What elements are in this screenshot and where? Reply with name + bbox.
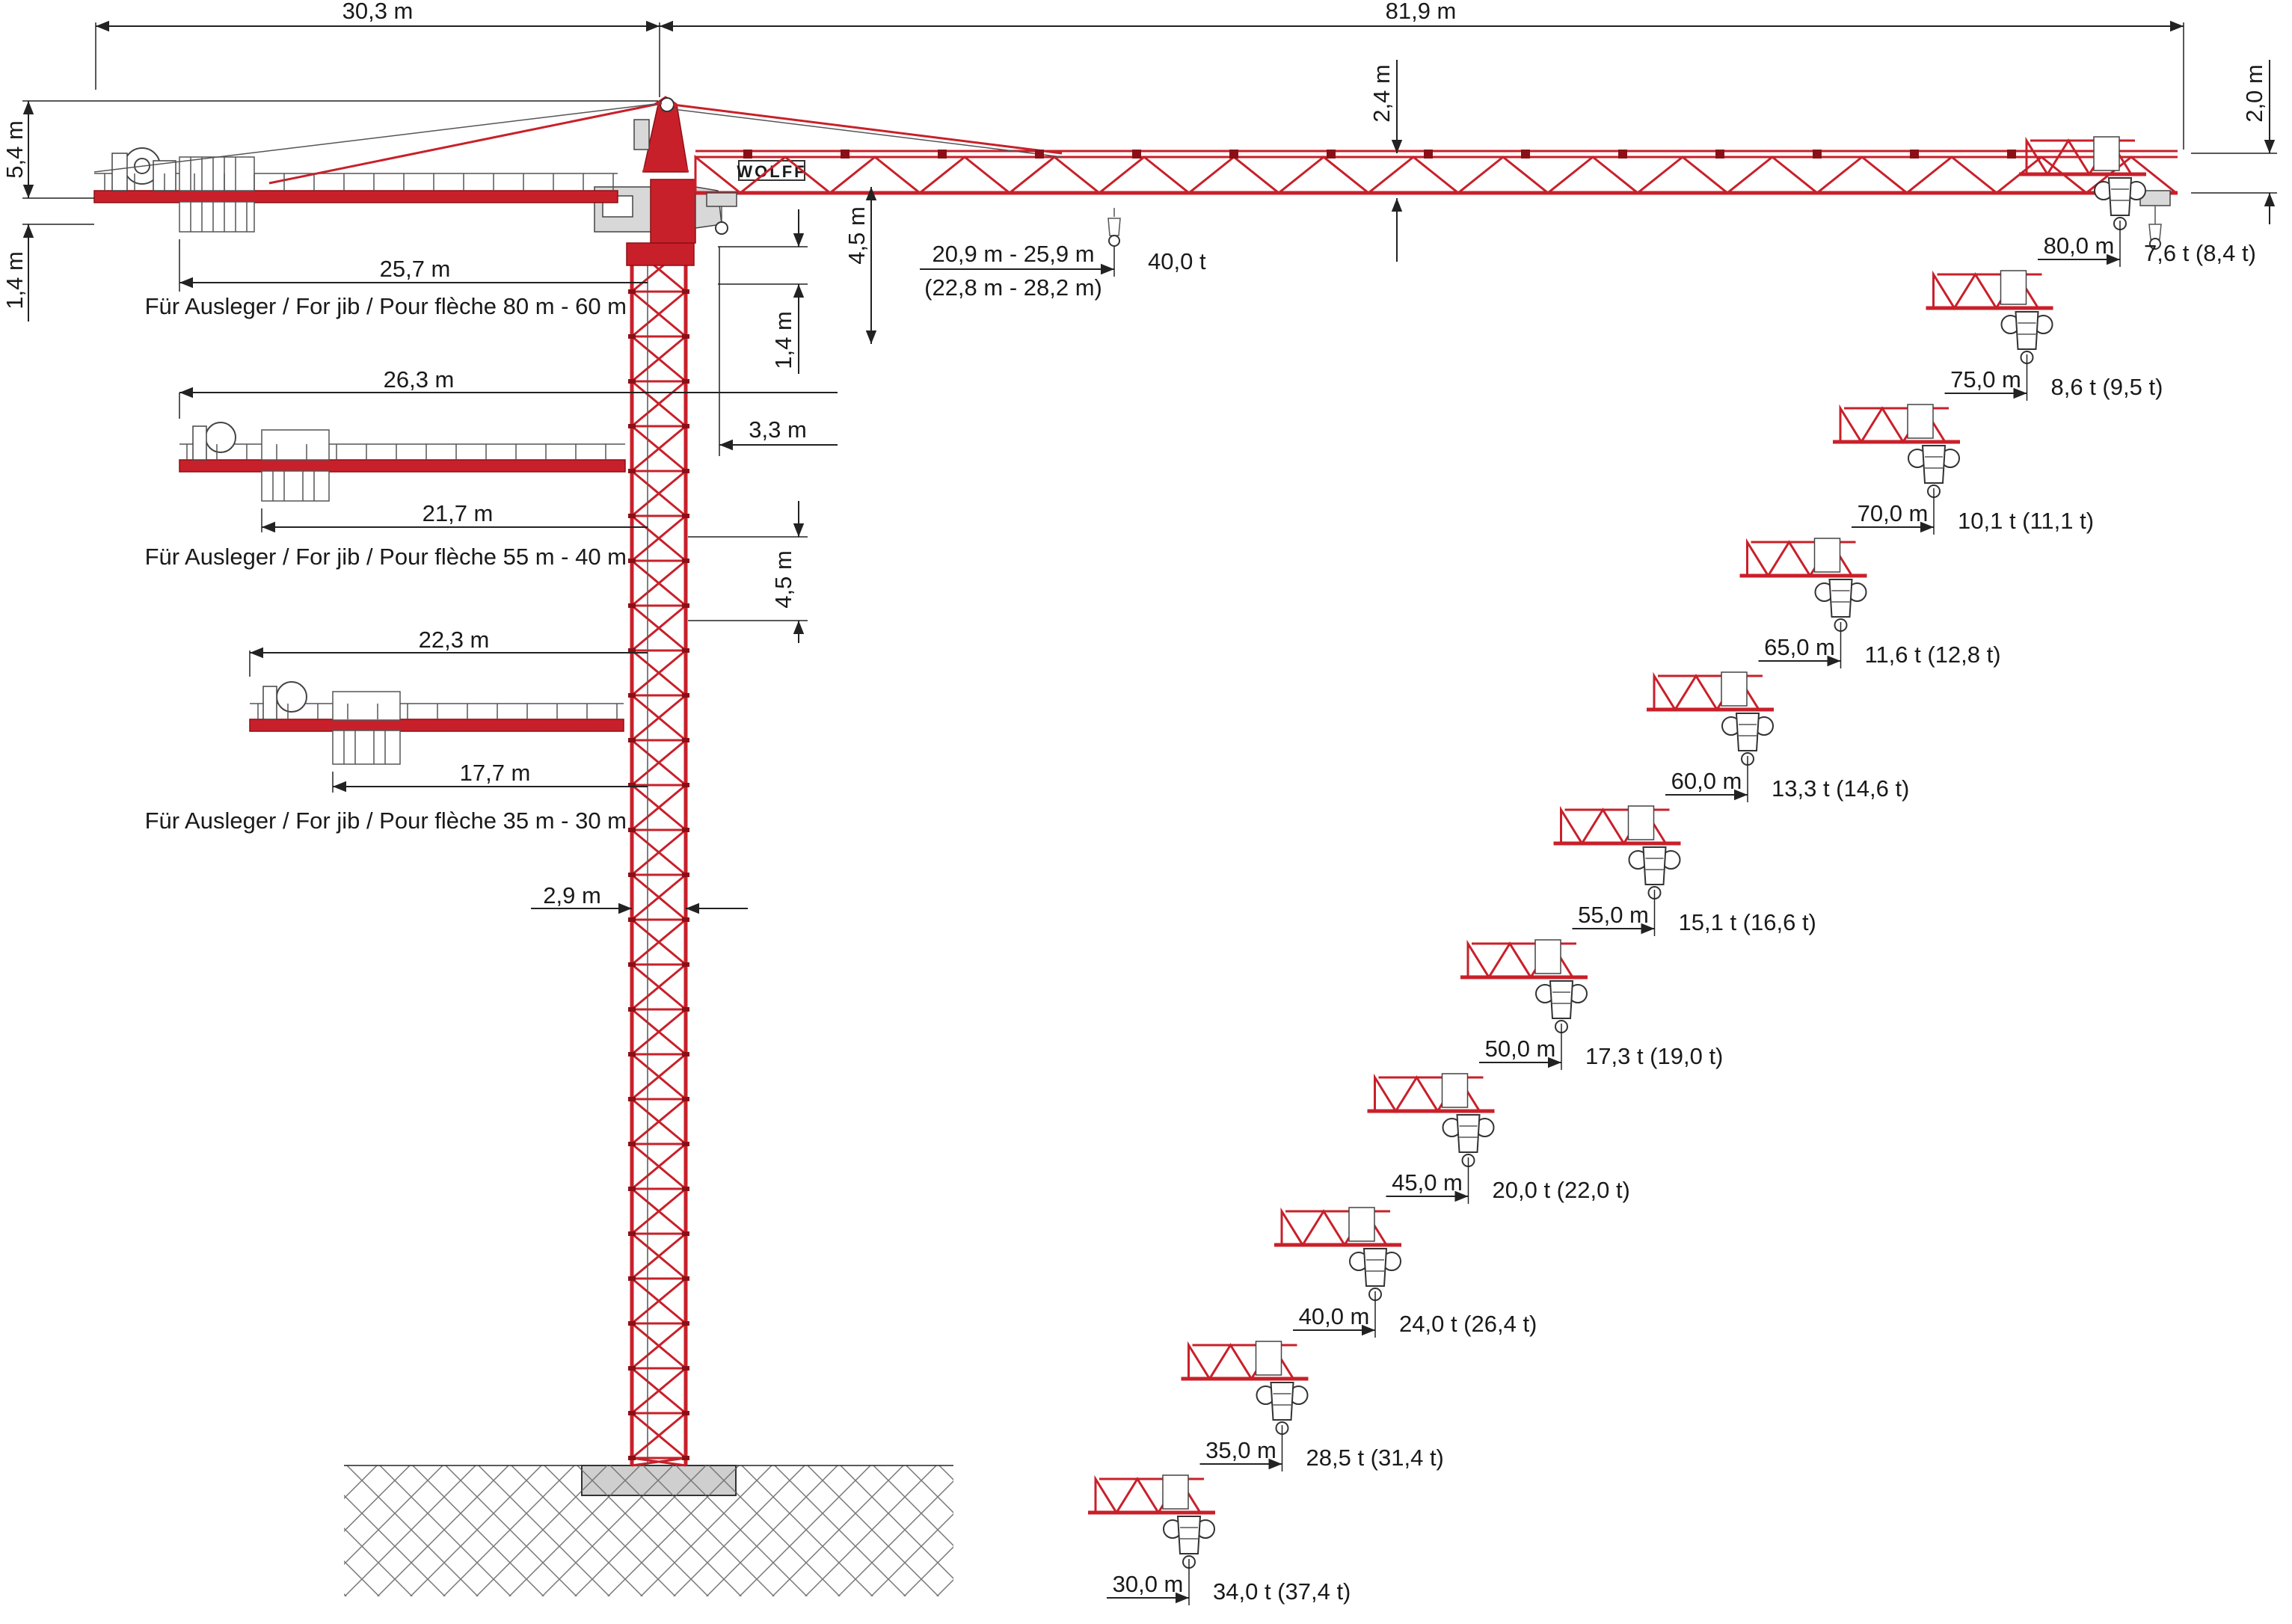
upper-offset-label: 1,4 m	[770, 311, 796, 369]
cab-offset-label: 3,3 m	[749, 416, 807, 443]
mast-section-label: 4,5 m	[770, 550, 796, 609]
outer-radius-label-2: 26,3 m	[384, 366, 455, 393]
load-label: 8,6 t (9,5 t)	[2051, 374, 2163, 400]
load-label: 13,3 t (14,6 t)	[1772, 775, 1909, 802]
radius-label: 50,0 m	[1485, 1036, 1556, 1062]
jib-length-label: 81,9 m	[1386, 0, 1457, 24]
counter-jib-middle	[179, 422, 626, 502]
brand-label: WOLFF	[737, 162, 806, 181]
load-label: 20,0 t (22,0 t)	[1493, 1177, 1630, 1203]
hook-block-icon	[1534, 939, 1588, 1033]
counter-jib-caption-1: Für Ausleger / For jib / Pour flèche 80 …	[145, 293, 627, 319]
jib-load-config: 55,0 m 15,1 t (16,6 t)	[1553, 805, 1816, 936]
counter-jib-length-label: 30,3 m	[342, 0, 414, 24]
max-load-label: 40,0 t	[1148, 248, 1206, 274]
jib-load-config: 65,0 m 11,6 t (12,8 t)	[1739, 538, 2001, 668]
radius-label: 65,0 m	[1764, 634, 1835, 660]
hook-block-icon	[1348, 1207, 1401, 1301]
load-label: 34,0 t (37,4 t)	[1213, 1578, 1351, 1605]
jib-load-config: 60,0 m 13,3 t (14,6 t)	[1647, 671, 1909, 802]
dimension-labels: 30,3 m 81,9 m 5,4 m 1,4 m 2,4 m 2,0 m 4,…	[1, 0, 2267, 908]
jib-load-config: 35,0 m 28,5 t (31,4 t)	[1181, 1341, 1444, 1471]
hook-block-icon	[1627, 805, 1681, 899]
counter-jib-bottom	[249, 681, 624, 765]
mast-width-label: 2,9 m	[543, 882, 601, 908]
jib-load-config: 80,0 m 7,6 t (8,4 t)	[2019, 136, 2256, 267]
radius-label: 40,0 m	[1299, 1303, 1370, 1329]
slewing-unit	[594, 96, 722, 266]
load-label: 17,3 t (19,0 t)	[1585, 1043, 1723, 1069]
trolley-hook-max	[706, 192, 1121, 247]
radius-label: 80,0 m	[2044, 233, 2115, 259]
ballast-radius-label-2: 21,7 m	[423, 500, 494, 526]
winch-icon	[111, 147, 176, 191]
jib-tie-height-label: 2,4 m	[1368, 64, 1395, 123]
jib-load-configurations: 80,0 m 7,6 t (8,4 t) 75,0 m 8,6 t (9,5 t) 70…	[1088, 136, 2256, 1605]
load-label: 7,6 t (8,4 t)	[2144, 240, 2256, 266]
hook-block-icon	[2000, 270, 2053, 364]
jib-load-config: 70,0 m 10,1 t (11,1 t)	[1833, 404, 2094, 535]
load-label: 24,0 t (26,4 t)	[1399, 1311, 1537, 1337]
radius-label: 70,0 m	[1858, 500, 1929, 526]
counter-jib-below-label: 1,4 m	[1, 251, 28, 310]
jib-tip-height-label: 2,0 m	[2241, 64, 2267, 123]
mast-top-section-label: 4,5 m	[844, 206, 870, 265]
counter-jib-height-label: 5,4 m	[1, 120, 28, 179]
jib-load-config: 40,0 m 24,0 t (26,4 t)	[1274, 1207, 1537, 1338]
radius-label: 55,0 m	[1578, 902, 1649, 928]
jib-load-config: 75,0 m 8,6 t (9,5 t)	[1926, 270, 2163, 401]
winch-icon	[205, 422, 236, 453]
load-label: 10,1 t (11,1 t)	[1958, 508, 2094, 534]
radius-label: 60,0 m	[1671, 768, 1742, 794]
main-jib: WOLFF	[672, 103, 2178, 250]
radius-label: 75,0 m	[1950, 366, 2021, 393]
tower-mast	[628, 244, 689, 1467]
jib-load-config: 45,0 m 20,0 t (22,0 t)	[1367, 1073, 1630, 1204]
counter-jib-top	[93, 102, 663, 233]
hook-block-icon	[1721, 671, 1774, 766]
radius-label: 45,0 m	[1392, 1169, 1463, 1196]
load-label: 11,6 t (12,8 t)	[1865, 642, 2001, 668]
load-label: 28,5 t (31,4 t)	[1306, 1445, 1444, 1471]
ballast-radius-label-1: 25,7 m	[380, 256, 451, 282]
load-label: 15,1 t (16,6 t)	[1679, 909, 1816, 935]
dimension-lines	[22, 20, 2277, 914]
counter-jib-caption-2: Für Ausleger / For jib / Pour flèche 55 …	[145, 544, 627, 570]
hook-block-icon	[1255, 1341, 1309, 1435]
max-load-radius-label: 20,9 m - 25,9 m	[932, 241, 1094, 267]
counter-jib-caption-3: Für Ausleger / For jib / Pour flèche 35 …	[145, 808, 627, 834]
ballast-radius-label-3: 17,7 m	[460, 760, 531, 786]
jib-load-config: 30,0 m 34,0 t (37,4 t)	[1088, 1474, 1351, 1605]
jib-load-config: 50,0 m 17,3 t (19,0 t)	[1460, 939, 1723, 1070]
ground	[344, 1465, 953, 1596]
radius-label: 30,0 m	[1113, 1571, 1184, 1597]
max-load-radius-alt-label: (22,8 m - 28,2 m)	[924, 274, 1102, 301]
hook-block-icon	[1441, 1073, 1495, 1167]
radius-label: 35,0 m	[1205, 1437, 1276, 1463]
hook-block-icon	[1162, 1474, 1215, 1569]
outer-radius-label-3: 22,3 m	[419, 627, 490, 653]
hook-block-icon	[1813, 538, 1867, 632]
winch-icon	[276, 681, 307, 713]
hook-block-icon	[1907, 404, 1960, 498]
